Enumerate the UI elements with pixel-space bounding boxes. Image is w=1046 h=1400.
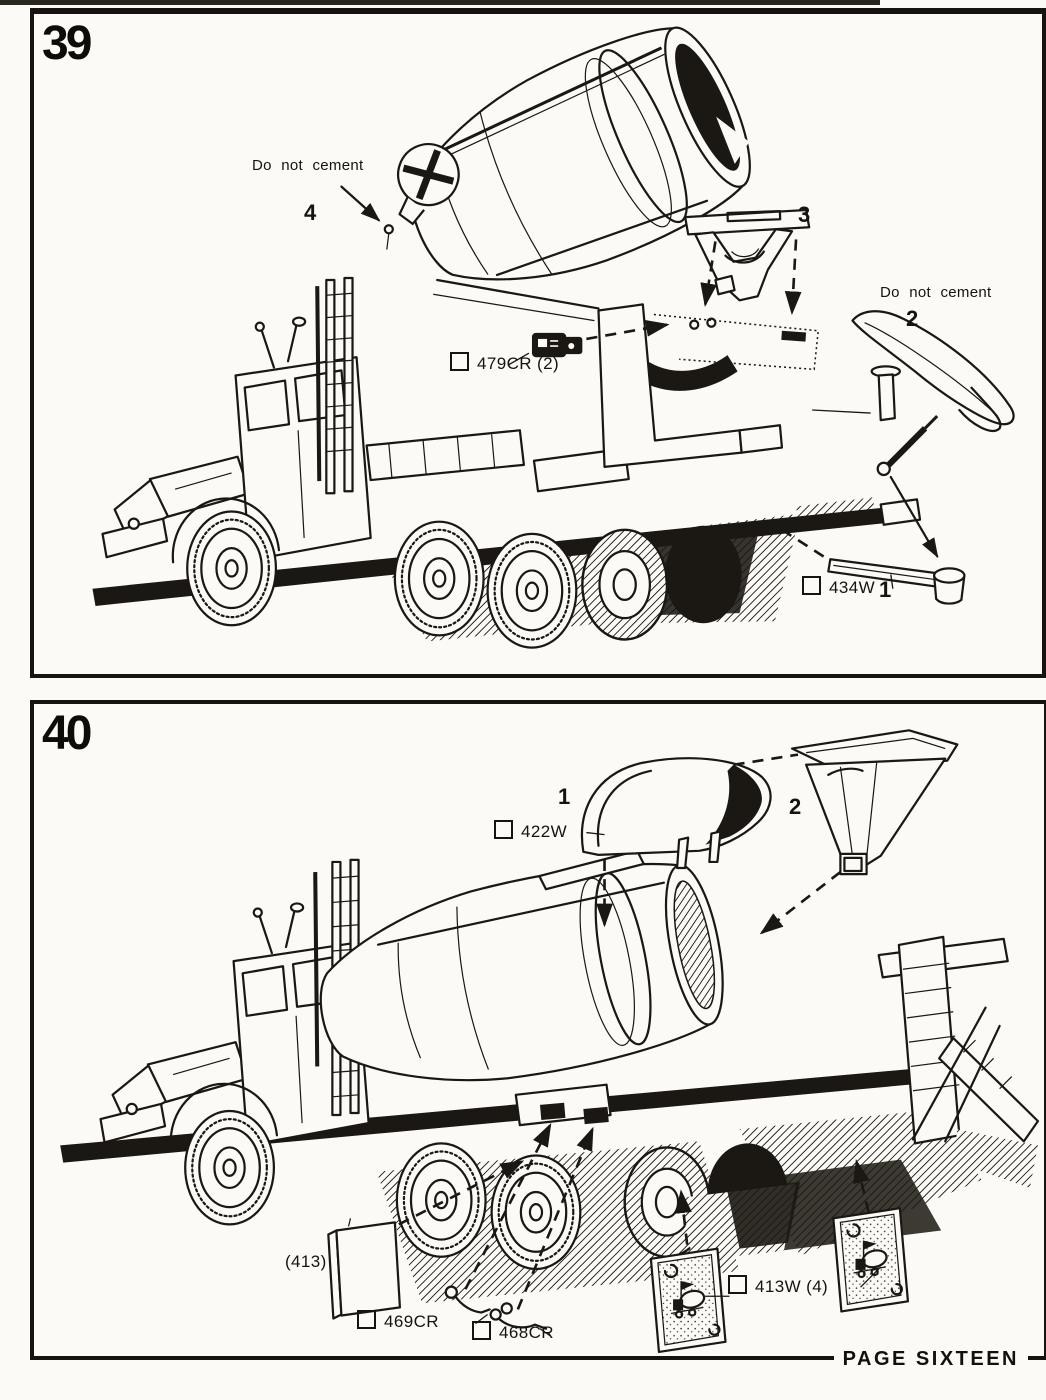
part-label-479cr: 479CR (2) [450, 352, 559, 374]
step-39-panel: 39 Do not cement 4 3 Do not cement 2 479… [30, 8, 1046, 678]
hopper-illustration [733, 729, 959, 935]
truck-wheels-illustration [186, 510, 742, 649]
mirror-arm-468cr-illustration [489, 1126, 594, 1337]
saddle-bracket-illustration [684, 208, 811, 316]
do-not-cement-note: Do not cement [252, 157, 364, 174]
step-40-illustration [60, 729, 1040, 1354]
chute-rest-illustration [812, 310, 1015, 559]
callout-number-3: 3 [798, 202, 811, 227]
checkbox-icon [357, 1310, 376, 1329]
mixer-drum-illustration [397, 26, 751, 281]
checkbox-icon [450, 352, 469, 371]
part-label-422w: 422W [494, 820, 567, 842]
part-label-413-bare: (413) [285, 1252, 327, 1271]
drum-pedestal-illustration [433, 278, 820, 468]
mirror-arm-469cr-illustration [444, 1122, 552, 1325]
part-label-469cr: 469CR [357, 1310, 439, 1332]
mud-flaps-413w-illustration [649, 1159, 910, 1354]
do-not-cement-note: Do not cement [880, 284, 992, 301]
part-label-434w: 434W [802, 576, 875, 598]
mud-flap-413-illustration [327, 1160, 525, 1320]
part-label-413w: 413W (4) [728, 1275, 828, 1297]
step-40-panel: 40 1 422W 2 (413) 469CR 468CR 413W (4) P… [30, 700, 1046, 1371]
callout-number-1: 1 [558, 784, 571, 809]
callout-number-4: 4 [304, 200, 317, 225]
step-number: 39 [42, 17, 92, 70]
bracket-479cr-illustration [507, 320, 670, 366]
checkbox-icon [494, 820, 513, 839]
step-number: 40 [42, 707, 92, 760]
callout-number-2: 2 [789, 794, 802, 819]
checkbox-icon [728, 1275, 747, 1294]
callout-number-2: 2 [906, 306, 919, 331]
checkbox-icon [472, 1321, 491, 1340]
step-39-illustration [92, 26, 1015, 649]
page-footer-label: PAGE SIXTEEN [833, 1348, 1028, 1371]
rear-pedestal-illustration [877, 935, 1040, 1188]
charge-hood-illustration [580, 757, 772, 928]
discharge-chute-illustration [781, 528, 966, 605]
checkbox-icon [802, 576, 821, 595]
mixer-drum-illustration [319, 849, 724, 1082]
part-label-468cr: 468CR [472, 1321, 554, 1343]
scan-edge-artifact [0, 0, 880, 5]
do-not-cement-arrow [340, 185, 394, 250]
callout-number-1: 1 [879, 577, 892, 602]
truck-cab-illustration [101, 276, 630, 564]
